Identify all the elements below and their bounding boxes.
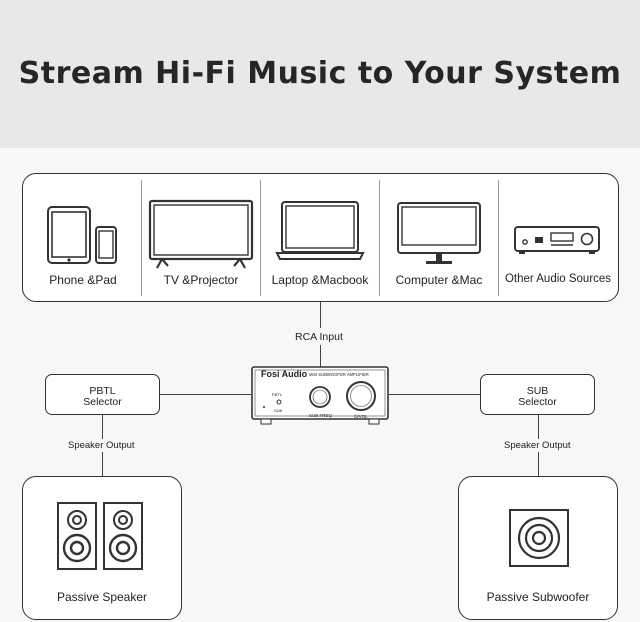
divider bbox=[141, 180, 142, 296]
connector-line bbox=[538, 452, 540, 476]
passive-speaker-label: Passive Speaker bbox=[56, 590, 148, 604]
source-label: TV &Projector bbox=[163, 273, 239, 287]
pbtl-selector-box: PBTL Selector bbox=[45, 374, 160, 415]
amp-brand: Fosi Audio bbox=[261, 369, 308, 379]
connector-line bbox=[320, 345, 322, 367]
source-label: Laptop &Macbook bbox=[271, 273, 369, 287]
connector-line bbox=[102, 452, 104, 476]
amp-switch-label: SUB bbox=[274, 408, 283, 413]
page-title: Stream Hi-Fi Music to Your System bbox=[18, 56, 622, 91]
tablet-phone-icon bbox=[47, 206, 117, 264]
laptop-icon bbox=[275, 201, 365, 260]
pbtl-selector-label: PBTL bbox=[89, 385, 116, 397]
source-label: Phone &Pad bbox=[49, 273, 117, 287]
tv-icon bbox=[148, 199, 254, 269]
divider bbox=[260, 180, 261, 296]
connector-line bbox=[102, 415, 104, 439]
connector-line bbox=[538, 415, 540, 439]
sub-selector-label: Selector bbox=[518, 396, 557, 408]
connector-line bbox=[160, 394, 251, 396]
rca-input-label: RCA Input bbox=[295, 331, 343, 343]
speaker-output-label: Speaker Output bbox=[504, 440, 571, 451]
amp-switch-label: PBTL bbox=[272, 392, 283, 397]
speaker-output-label: Speaker Output bbox=[68, 440, 135, 451]
amplifier-device bbox=[251, 366, 389, 425]
header-banner bbox=[0, 0, 640, 148]
passive-subwoofer-label: Passive Subwoofer bbox=[486, 590, 590, 604]
source-label: Computer &Mac bbox=[395, 273, 483, 287]
amp-knob-label: SUB FREQ bbox=[309, 413, 333, 418]
monitor-icon bbox=[397, 202, 481, 264]
passive-speaker-panel bbox=[22, 476, 182, 620]
source-label: Other Audio Sources bbox=[504, 273, 612, 285]
pbtl-selector-label: Selector bbox=[83, 396, 122, 408]
connector-line bbox=[320, 302, 322, 328]
divider bbox=[498, 180, 499, 296]
connector-line bbox=[389, 394, 480, 396]
sub-selector-box: SUB Selector bbox=[480, 374, 595, 415]
subwoofer-icon bbox=[509, 509, 569, 567]
amp-model: M04 SUBWOOFER AMPLIFIER bbox=[309, 372, 369, 377]
divider bbox=[379, 180, 380, 296]
sub-selector-label: SUB bbox=[526, 385, 549, 397]
amp-power-label: ⏻/VOL bbox=[354, 414, 368, 419]
speaker-icon bbox=[57, 502, 143, 570]
audio-player-icon bbox=[514, 226, 600, 254]
